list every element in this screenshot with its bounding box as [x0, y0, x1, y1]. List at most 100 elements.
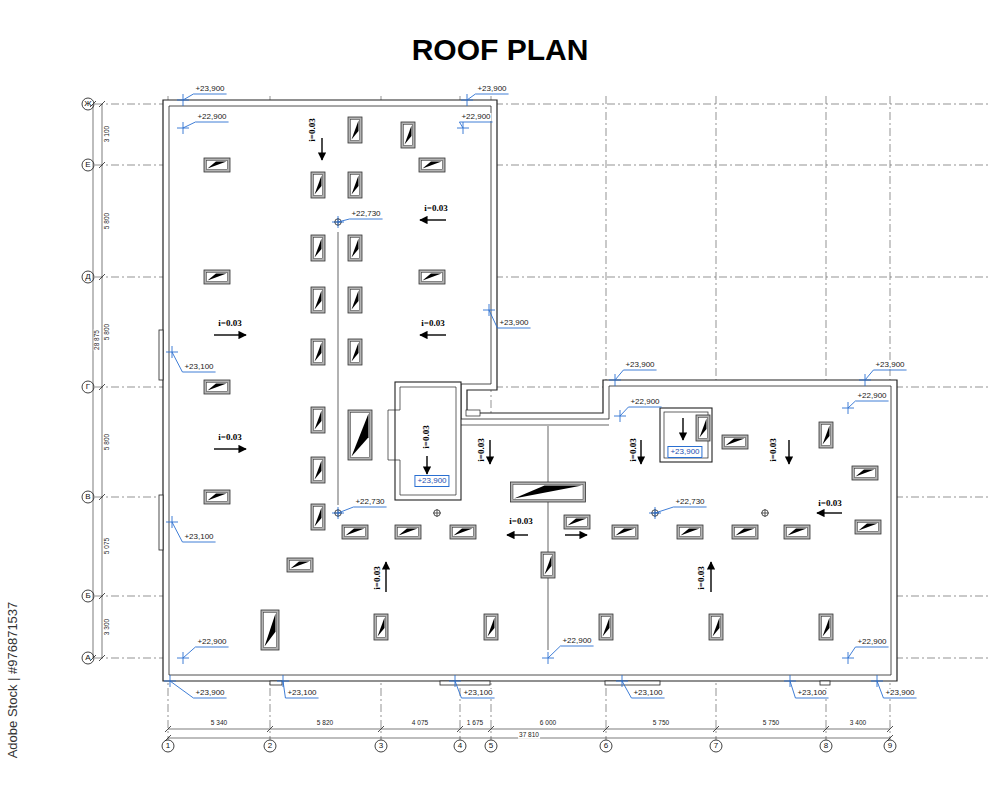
vent-wedge — [399, 529, 418, 536]
dimension-value: 3 300 — [104, 618, 111, 636]
vent-opening — [314, 238, 323, 259]
slope-arrow — [682, 418, 683, 440]
vent-symbol — [709, 614, 723, 640]
vent-opening — [377, 617, 386, 638]
drain-cross — [433, 509, 441, 517]
elevation-mark: +22,900 — [856, 392, 887, 400]
vent-symbol — [311, 339, 325, 365]
drawing-title: ROOF PLAN — [412, 33, 589, 67]
vent-symbol — [819, 422, 833, 448]
watermark: Adobe Stock | #976871537 — [6, 602, 19, 759]
hatch-detail — [466, 410, 480, 416]
vent-symbol — [784, 525, 810, 539]
vent-frame — [348, 172, 362, 198]
vent-symbol — [204, 270, 230, 284]
dimension-value: 4 075 — [411, 720, 429, 727]
slope-label: i=0.03 — [508, 517, 533, 526]
vent-frame — [612, 525, 638, 539]
vent-wedge — [423, 274, 442, 281]
dimension-tick — [165, 735, 171, 741]
axis-bubble — [884, 740, 896, 752]
vent-frame — [311, 339, 325, 365]
vent-opening — [351, 290, 360, 311]
vent-frame — [450, 525, 476, 539]
vent-symbol — [541, 552, 555, 578]
slope-label: i=0.03 — [217, 433, 242, 442]
slope-arrow — [565, 534, 587, 535]
roof-drains — [334, 218, 769, 517]
vent-opening — [351, 238, 360, 259]
vent-frame — [696, 415, 710, 441]
elevation-leaders — [164, 94, 917, 698]
dimension-value: 5 800 — [104, 323, 111, 341]
roof-vents — [204, 117, 881, 650]
vent-frame — [311, 172, 325, 198]
vent-wedge — [378, 618, 385, 637]
vent-wedge — [208, 274, 227, 281]
elevation-mark: +23,900 — [194, 85, 225, 93]
vent-wedge — [823, 618, 830, 637]
vent-wedge — [208, 494, 227, 501]
axis-bubble — [82, 271, 94, 283]
vent-opening — [567, 518, 588, 527]
vent-opening — [314, 507, 323, 528]
slope-arrow — [385, 562, 386, 592]
elevation-mark: +23,100 — [286, 689, 317, 697]
elevation-cross — [784, 675, 796, 687]
dimension-tick — [457, 726, 463, 732]
vent-opening — [680, 528, 701, 537]
vent-frame — [342, 525, 368, 539]
elevation-mark: +22,900 — [196, 113, 227, 121]
elevation-mark: +22,900 — [629, 398, 660, 406]
elevation-cross — [177, 652, 189, 664]
vent-frame — [541, 552, 555, 578]
elevation-leader — [622, 681, 665, 698]
elevation-mark: +23,900 — [498, 319, 529, 327]
dimension-tick — [99, 384, 105, 390]
vent-symbol — [819, 614, 833, 640]
vent-frame — [599, 614, 613, 640]
slope-arrow — [420, 219, 446, 220]
vent-frame — [819, 614, 833, 640]
vent-opening — [422, 273, 443, 282]
axis-label: Ж — [84, 100, 91, 108]
vent-symbol — [311, 287, 325, 313]
vent-wedge — [315, 291, 322, 310]
ridge-line — [548, 426, 549, 650]
vent-wedge — [514, 486, 582, 499]
vent-symbol — [204, 380, 230, 394]
vent-frame — [419, 270, 445, 284]
vent-symbol — [311, 457, 325, 483]
dimension-tick — [267, 726, 273, 732]
dimension-value: 6 000 — [539, 720, 557, 727]
vent-symbol — [450, 525, 476, 539]
dimension-tick — [99, 274, 105, 280]
vent-frame — [732, 525, 758, 539]
elevation-cross — [177, 122, 189, 134]
vent-frame — [311, 407, 325, 433]
vent-symbol — [374, 614, 388, 640]
vent-symbol — [342, 525, 368, 539]
vent-symbol — [855, 520, 881, 534]
dimension-value: 5 340 — [210, 720, 228, 727]
vent-opening — [855, 469, 876, 478]
vent-opening — [602, 617, 611, 638]
slope-arrow — [788, 440, 789, 464]
dimension-value: 5 800 — [104, 212, 111, 230]
axis-bubble — [264, 740, 276, 752]
elevation-mark: +23,900 — [874, 361, 905, 369]
vent-frame — [722, 435, 748, 449]
vent-frame — [348, 287, 362, 313]
elevation-leader — [170, 681, 227, 698]
vent-wedge — [352, 239, 359, 258]
slope-arrow — [426, 456, 427, 474]
axis-bubble — [82, 381, 94, 393]
vent-opening — [513, 485, 583, 500]
vent-frame — [709, 614, 723, 640]
elevation-mark: +23,900 — [884, 689, 915, 697]
elevation-mark: +23,900 — [194, 689, 225, 697]
elevation-mark: +23,900 — [414, 475, 449, 487]
vent-opening — [351, 120, 360, 141]
vent-opening — [453, 528, 474, 537]
